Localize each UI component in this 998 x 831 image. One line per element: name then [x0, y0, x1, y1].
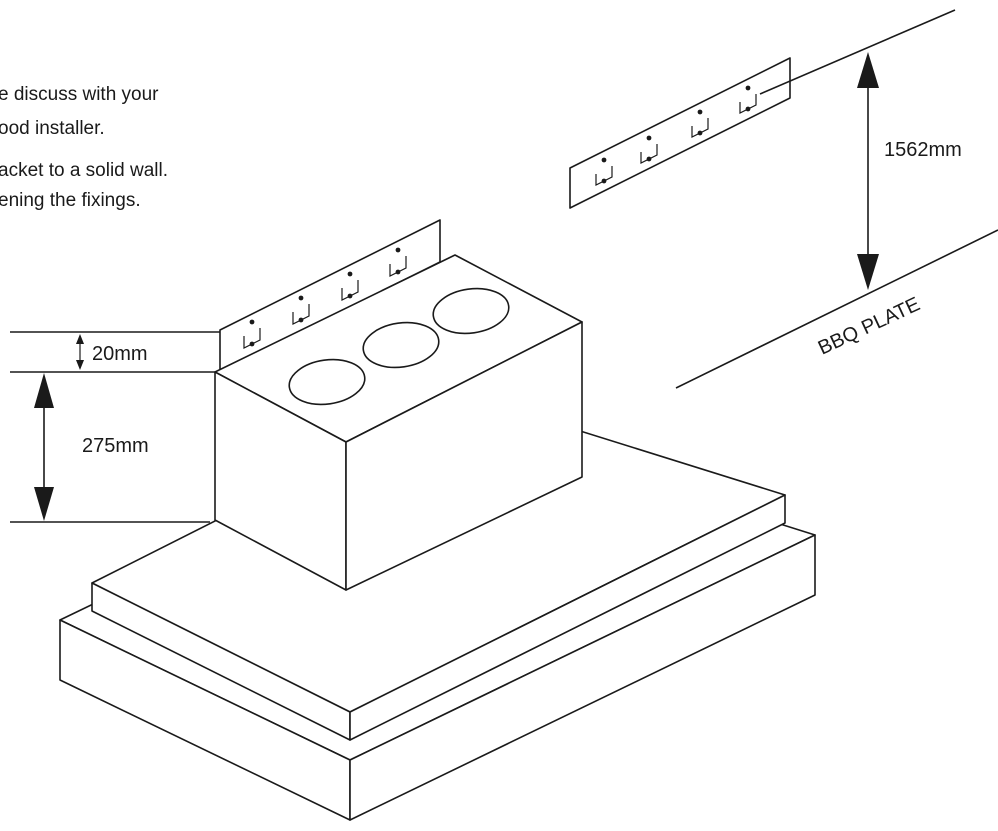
wall-line	[759, 9, 956, 95]
instruction-line-1: e discuss with your	[0, 84, 159, 105]
bracket-slot-icon	[739, 85, 757, 114]
bracket-slot-icon	[292, 295, 310, 325]
top-gap-dimension-label: 20mm	[92, 343, 148, 365]
height-dimension-lines	[10, 331, 220, 523]
bracket-slot-icon	[640, 135, 658, 164]
wall-bracket-upper	[569, 57, 791, 209]
clearance-dimension-label: 1562mm	[884, 139, 962, 161]
duct-outlet-1	[288, 358, 366, 406]
duct-outlet-2	[362, 321, 440, 369]
hood-chimney-box	[214, 254, 583, 591]
bracket-slot-icon	[389, 247, 407, 277]
bracket-slot-icon	[691, 109, 709, 138]
bracket-slot-icon	[341, 271, 359, 301]
bracket-slot-icon	[595, 157, 613, 186]
instruction-line-3: acket to a solid wall.	[0, 160, 168, 181]
bbq-plate-line	[675, 229, 998, 389]
duct-outlet-3	[432, 287, 510, 335]
instruction-line-2: ood installer.	[0, 118, 105, 139]
body-height-dimension-arrow	[34, 373, 54, 521]
range-hood	[59, 219, 816, 821]
wall-bracket-hood	[219, 219, 441, 373]
clearance-dimension-arrow	[857, 52, 879, 290]
body-height-dimension-label: 275mm	[82, 435, 149, 457]
top-gap-dimension-arrow	[76, 334, 84, 370]
bracket-slot-icon	[243, 319, 261, 349]
hood-canopy	[91, 394, 786, 741]
bbq-plate-label: BBQ PLATE	[815, 293, 924, 359]
instruction-line-4: ening the fixings.	[0, 190, 141, 211]
